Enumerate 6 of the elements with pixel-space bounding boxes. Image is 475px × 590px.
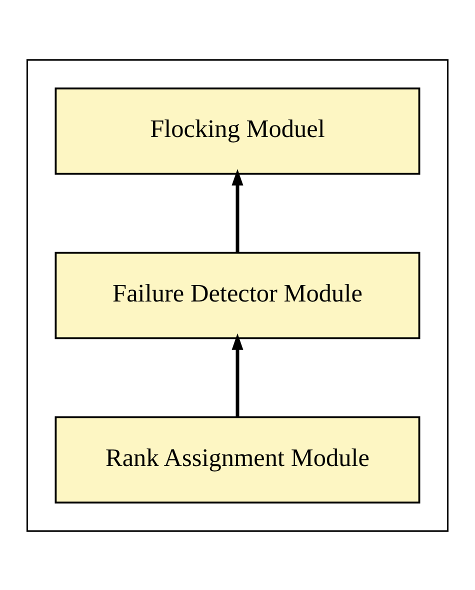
- cluster: [26, 58, 449, 532]
- arrow: [232, 332, 244, 417]
- arrow: [232, 168, 244, 252]
- node-box: Flocking Moduel: [54, 86, 420, 174]
- node-box: Rank Assignment Module: [54, 416, 420, 504]
- node-box: Failure Detector Module: [54, 251, 420, 339]
